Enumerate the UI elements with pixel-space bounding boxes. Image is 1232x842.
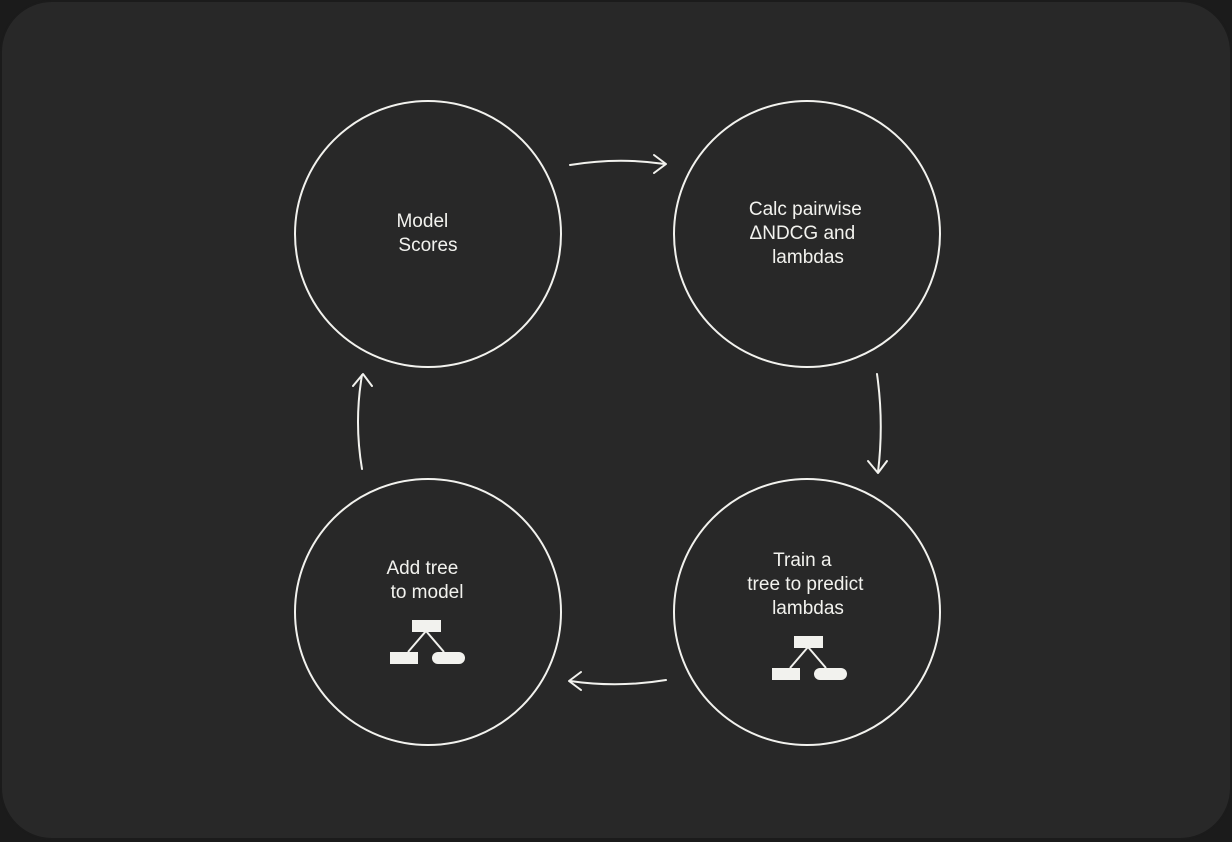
node-model-scores-label: Model Scores xyxy=(396,211,457,256)
decision-tree-icon xyxy=(390,620,465,664)
edge-add-to-scores xyxy=(352,373,373,470)
label-line: lambdas xyxy=(772,247,844,268)
arrow-head-icon xyxy=(653,154,667,174)
label-line: lambdas xyxy=(772,598,844,619)
label-line: Add tree xyxy=(386,558,458,579)
tree-root-node xyxy=(794,636,823,648)
arrow-head-icon xyxy=(867,460,888,474)
node-calc-lambdas: Calc pairwise ΔNDCG and lambdas xyxy=(673,100,941,368)
node-add-tree-circle xyxy=(294,478,562,746)
tree-leaf-left xyxy=(772,668,800,680)
node-add-tree: Add tree to model xyxy=(294,478,562,746)
label-line: tree to predict xyxy=(747,574,864,595)
label-line: Train a xyxy=(773,550,832,571)
tree-leaf-left xyxy=(390,652,418,664)
edge-line xyxy=(569,159,666,166)
edge-scores-to-lambdas xyxy=(569,154,667,174)
edge-line xyxy=(569,679,667,686)
node-calc-lambdas-label: Calc pairwise ΔNDCG and lambdas xyxy=(749,199,867,268)
node-train-tree-label: Train a tree to predict lambdas xyxy=(747,550,868,619)
label-line: Scores xyxy=(398,235,457,256)
edge-line xyxy=(357,374,363,470)
node-train-tree: Train a tree to predict lambdas xyxy=(673,478,941,746)
label-line: to model xyxy=(391,582,464,603)
tree-root-node xyxy=(412,620,441,632)
edge-line xyxy=(876,373,882,473)
decision-tree-icon xyxy=(772,636,847,680)
tree-leaf-right xyxy=(432,652,465,664)
label-line: Model xyxy=(396,211,448,232)
arrow-head-icon xyxy=(352,373,373,387)
edge-lambdas-to-train xyxy=(867,373,888,474)
tree-leaf-right xyxy=(814,668,847,680)
arrow-head-icon xyxy=(568,671,582,691)
label-line: Calc pairwise xyxy=(749,199,862,220)
node-add-tree-label: Add tree to model xyxy=(386,558,463,603)
node-model-scores-circle xyxy=(294,100,562,368)
label-line: ΔNDCG and xyxy=(750,223,856,244)
edge-train-to-add xyxy=(568,671,667,691)
node-train-tree-circle xyxy=(673,478,941,746)
node-calc-lambdas-circle xyxy=(673,100,941,368)
node-model-scores: Model Scores xyxy=(294,100,562,368)
